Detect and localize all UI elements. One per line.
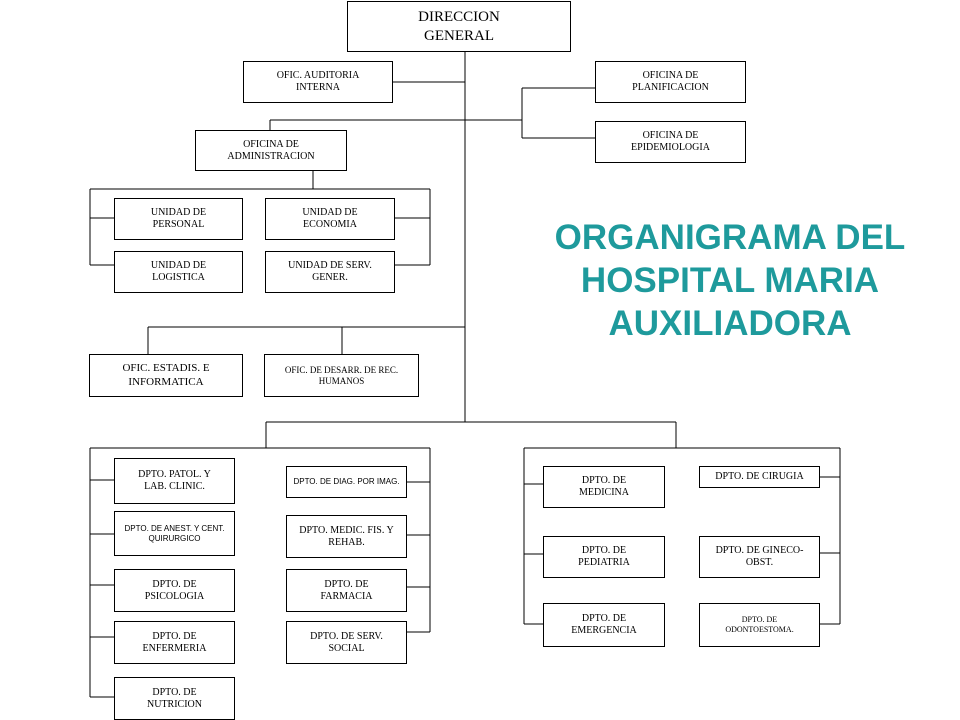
node-label: DPTO. DE PEDIATRIA (578, 545, 630, 568)
node-anest-cent-quirurgico: DPTO. DE ANEST. Y CENT. QUIRURGICO (114, 511, 235, 556)
node-patol-lab-clinic: DPTO. PATOL. Y LAB. CLINIC. (114, 458, 235, 504)
node-label: DPTO. DE GINECO-OBST. (715, 545, 804, 568)
node-label: DPTO. DE ANEST. Y CENT. QUIRURGICO (124, 523, 225, 543)
node-cirugia: DPTO. DE CIRUGIA (699, 466, 820, 488)
node-medic-fis-rehab: DPTO. MEDIC. FIS. Y REHAB. (286, 515, 407, 558)
node-nutricion: DPTO. DE NUTRICION (114, 677, 235, 720)
node-enfermeria: DPTO. DE ENFERMERIA (114, 621, 235, 664)
node-label: DIRECCION GENERAL (418, 8, 500, 44)
node-unidad-economia: UNIDAD DE ECONOMIA (265, 198, 395, 240)
node-pediatria: DPTO. DE PEDIATRIA (543, 536, 665, 578)
node-estadis-informatica: OFIC. ESTADIS. E INFORMATICA (89, 354, 243, 397)
node-serv-social: DPTO. DE SERV. SOCIAL (286, 621, 407, 664)
node-label: OFICINA DE ADMINISTRACION (227, 138, 315, 162)
node-label: OFICINA DE EPIDEMIOLOGIA (631, 130, 710, 153)
node-label: DPTO. PATOL. Y LAB. CLINIC. (138, 469, 211, 492)
node-label: UNIDAD DE PERSONAL (150, 207, 207, 230)
node-label: DPTO. DE EMERGENCIA (571, 613, 637, 636)
node-label: DPTO. DE ENFERMERIA (142, 630, 207, 654)
node-farmacia: DPTO. DE FARMACIA (286, 569, 407, 612)
node-label: OFIC. ESTADIS. E INFORMATICA (122, 362, 210, 388)
node-epidemiologia: OFICINA DE EPIDEMIOLOGIA (595, 121, 746, 163)
node-label: UNIDAD DE SERV. GENER. (288, 260, 372, 283)
node-label: DPTO. DE ODONTOESTOMA. (725, 615, 794, 634)
node-unidad-logistica: UNIDAD DE LOGISTICA (114, 251, 243, 293)
node-label: DPTO. MEDIC. FIS. Y REHAB. (299, 524, 394, 548)
node-label: DPTO. DE SERV. SOCIAL (310, 630, 383, 654)
node-odontoestoma: DPTO. DE ODONTOESTOMA. (699, 603, 820, 647)
node-auditoria-interna: OFIC. AUDITORIA INTERNA (243, 61, 393, 103)
node-psicologia: DPTO. DE PSICOLOGIA (114, 569, 235, 612)
node-label: DPTO. DE PSICOLOGIA (144, 578, 205, 602)
node-label: UNIDAD DE LOGISTICA (150, 260, 207, 283)
node-unidad-personal: UNIDAD DE PERSONAL (114, 198, 243, 240)
node-label: DPTO. DE MEDICINA (579, 475, 629, 498)
node-emergencia: DPTO. DE EMERGENCIA (543, 603, 665, 647)
node-label: DPTO. DE FARMACIA (320, 578, 373, 602)
node-label: OFIC. AUDITORIA INTERNA (276, 70, 360, 93)
chart-title: ORGANIGRAMA DEL HOSPITAL MARIA AUXILIADO… (520, 216, 940, 345)
node-direccion-general: DIRECCION GENERAL (347, 1, 571, 52)
node-label: DPTO. DE DIAG. POR IMAG. (293, 477, 400, 487)
node-label: OFICINA DE PLANIFICACION (632, 70, 709, 93)
node-gineco-obst: DPTO. DE GINECO-OBST. (699, 536, 820, 578)
title-line-2: HOSPITAL MARIA (580, 261, 880, 300)
node-label: DPTO. DE NUTRICION (147, 686, 202, 710)
node-administracion: OFICINA DE ADMINISTRACION (195, 130, 347, 171)
node-medicina: DPTO. DE MEDICINA (543, 466, 665, 508)
node-label: DPTO. DE CIRUGIA (715, 471, 804, 482)
node-planificacion: OFICINA DE PLANIFICACION (595, 61, 746, 103)
node-label: UNIDAD DE ECONOMIA (302, 207, 358, 230)
title-line-3: AUXILIADORA (608, 304, 852, 343)
node-label: OFIC. DE DESARR. DE REC. HUMANOS (284, 364, 399, 386)
node-diag-imag: DPTO. DE DIAG. POR IMAG. (286, 466, 407, 498)
node-desarr-rec-humanos: OFIC. DE DESARR. DE REC. HUMANOS (264, 354, 419, 397)
node-unidad-serv-gener: UNIDAD DE SERV. GENER. (265, 251, 395, 293)
title-line-1: ORGANIGRAMA DEL (554, 218, 906, 257)
